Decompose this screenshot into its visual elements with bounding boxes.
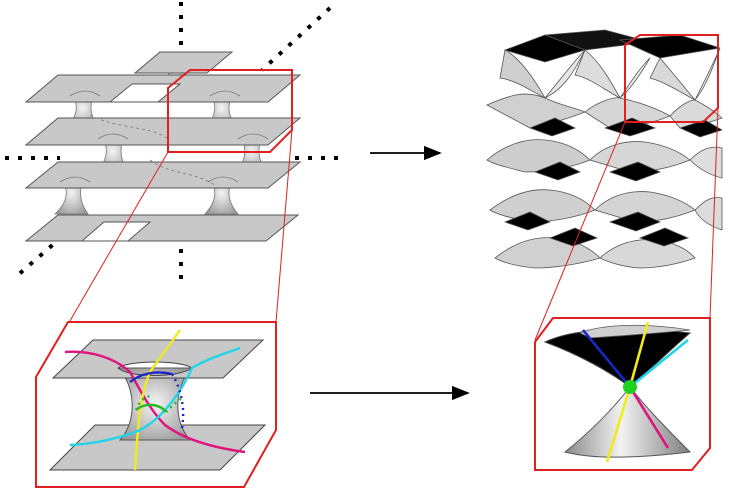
curve-blue-solid (129, 371, 173, 383)
curve-yellow (133, 329, 181, 471)
curve-green-dotted (134, 394, 183, 413)
cone-curves (581, 321, 689, 463)
sheet-holes (80, 83, 182, 242)
saddle-lattice (486, 29, 723, 269)
upper-cone-rim (579, 324, 691, 339)
cone-detail (534, 317, 711, 471)
lower-cone (563, 386, 692, 458)
neck-detail (35, 321, 277, 488)
sheet-lattice (5, 2, 345, 285)
cone-vertex-dot (623, 380, 637, 394)
sheet-layer-2 (24, 117, 302, 146)
curve-cyan (69, 346, 241, 447)
zoom-connector-right (534, 107, 719, 341)
sheet-layer-3 (24, 161, 302, 189)
cone-line-cyan (629, 338, 689, 389)
sheet-layers (24, 51, 302, 242)
dotted-axis-lines (5, 2, 345, 285)
cone-line-blue (581, 329, 632, 388)
cone-line-yellow-top (628, 321, 650, 388)
sheet-top-small (133, 51, 234, 74)
neck-curves (64, 329, 246, 471)
curve-magenta (64, 350, 246, 454)
neck-lower-sheet (48, 424, 267, 471)
sheet-curve-marks (59, 90, 269, 186)
sheet-layer-4 (24, 214, 300, 242)
cone-line-magenta (628, 386, 670, 449)
saddle-rows (486, 29, 723, 269)
curve-green-solid (135, 403, 167, 413)
cone-line-yellow-bottom (605, 386, 632, 463)
